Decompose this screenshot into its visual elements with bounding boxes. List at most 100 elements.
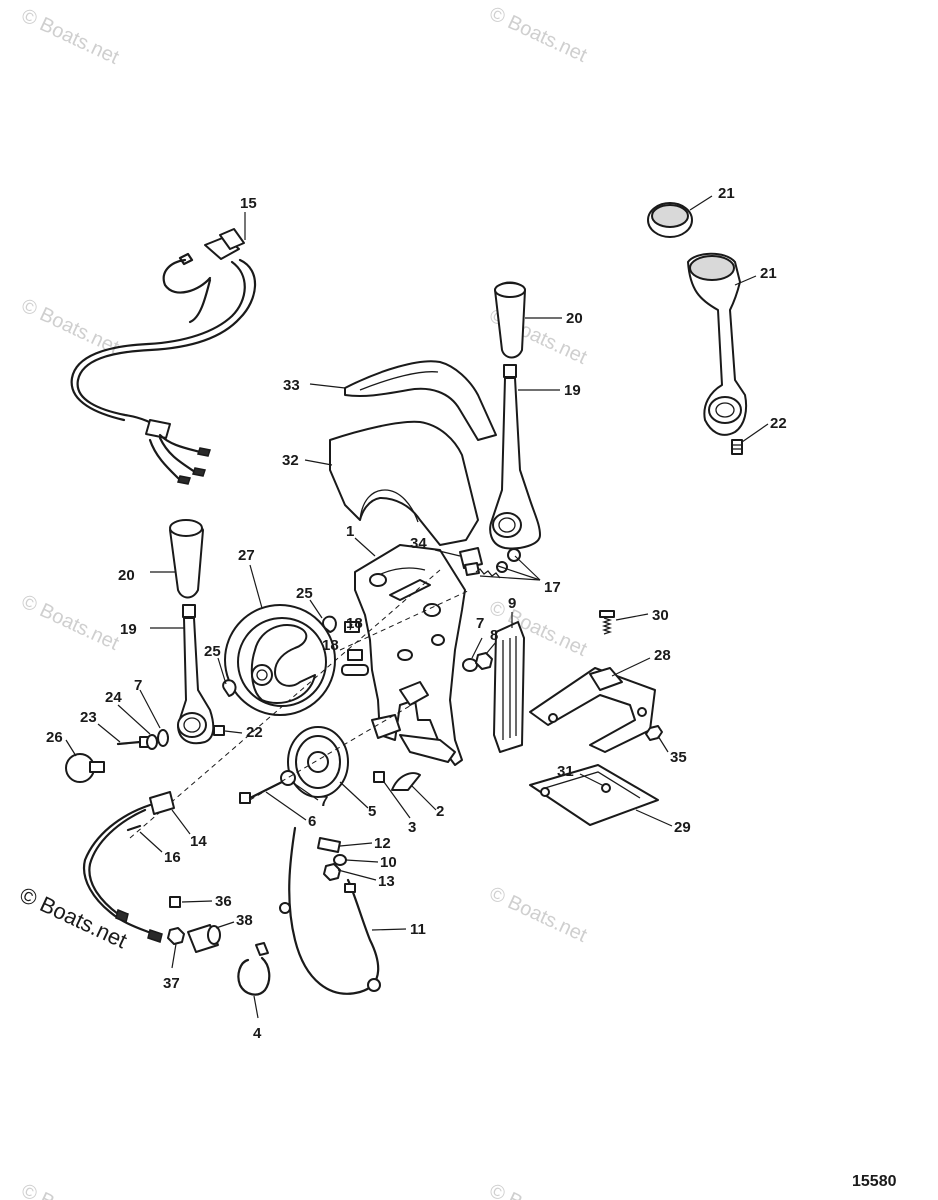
callout-24: 24	[105, 689, 122, 706]
callout-11: 11	[410, 921, 426, 938]
watermark-bottom-left: © Boats.net	[18, 1180, 123, 1200]
callout-14: 14	[190, 833, 207, 850]
part-38-sleeve	[187, 924, 221, 953]
part-25-retainer-clip-lower	[222, 679, 237, 697]
callout-22-upper: 22	[770, 415, 787, 432]
part-23-screw	[116, 736, 151, 748]
callout-7-left: 7	[134, 677, 142, 694]
part-19-lower-control-lever	[177, 604, 215, 745]
part-11-throttle-cable	[279, 826, 381, 995]
callout-13: 13	[378, 873, 395, 890]
part-33-upper-cover	[344, 360, 497, 441]
part-7-washer-right	[462, 658, 478, 672]
callout-33: 33	[283, 377, 300, 394]
watermark-top-left: © Boats.net	[18, 5, 123, 69]
callout-16: 16	[164, 849, 181, 866]
part-20-lower-handle-knob	[169, 519, 204, 599]
callout-34: 34	[410, 535, 427, 552]
callout-8: 8	[490, 627, 498, 644]
part-26-knob	[65, 753, 105, 783]
watermark-center-left: © Boats.net	[18, 591, 123, 655]
part-8-nut	[475, 652, 493, 670]
watermark-top-right: © Boats.net	[486, 3, 591, 67]
part-12-cable-end	[317, 837, 341, 853]
callout-26: 26	[46, 729, 63, 746]
part-22-set-screw-lower	[213, 725, 225, 736]
callout-21-lever: 21	[760, 265, 777, 282]
callout-25-upper: 25	[296, 585, 313, 602]
callout-36: 36	[215, 893, 232, 910]
part-14-neutral-safety-switch	[82, 791, 175, 943]
assembly-guide-lines	[129, 569, 471, 839]
watermark-bottom-right: © Boats.net	[486, 1180, 591, 1200]
callout-7-right: 7	[476, 615, 484, 632]
part-7-washer-left	[157, 729, 169, 747]
callout-37: 37	[163, 975, 180, 992]
callout-19-lower: 19	[120, 621, 137, 638]
part-28-mounting-bracket	[529, 667, 656, 753]
callout-19-upper: 19	[564, 382, 581, 399]
callout-23: 23	[80, 709, 97, 726]
callout-28: 28	[654, 647, 671, 664]
callout-3: 3	[408, 819, 416, 836]
part-18-bushing-a	[344, 621, 360, 633]
callout-12: 12	[374, 835, 391, 852]
part-19-upper-control-lever	[489, 364, 541, 550]
part-20-upper-handle-knob	[494, 281, 526, 359]
part-2-link-arm	[391, 772, 421, 791]
callout-1: 1	[346, 523, 354, 540]
callout-20-upper: 20	[566, 310, 583, 327]
callout-21-cap: 21	[718, 185, 735, 202]
callout-22-lower: 22	[246, 724, 263, 741]
callout-9: 9	[508, 595, 516, 612]
part-32-lower-cover	[329, 420, 479, 546]
part-16-screw	[126, 824, 142, 832]
part-13-nut	[323, 863, 341, 881]
callout-7-center: 7	[320, 793, 328, 810]
callout-15: 15	[240, 195, 257, 212]
part-4-cable-clamp	[237, 942, 271, 996]
part-27-throttle-cam-gear	[224, 604, 336, 716]
callout-35: 35	[670, 749, 687, 766]
watermark-low-right: © Boats.net	[486, 883, 591, 947]
part-24-washer	[146, 734, 158, 750]
callout-38: 38	[236, 912, 253, 929]
part-7-washer-center	[280, 770, 296, 786]
callouts: 15 21 21 20 19 33 22 32 1 34 17 27	[46, 185, 787, 1042]
part-29-gasket	[529, 764, 659, 826]
callout-20-lower: 20	[118, 567, 135, 584]
part-15-trim-switch-harness	[70, 228, 257, 485]
part-21-handle-cap	[647, 202, 693, 238]
watermark-dark: © Boats.net	[16, 882, 131, 953]
part-1-control-housing	[354, 544, 466, 766]
callout-2: 2	[436, 803, 444, 820]
callout-4: 4	[253, 1025, 262, 1042]
part-22-set-screw-upper	[731, 439, 743, 455]
part-36-screw	[169, 896, 181, 908]
part-5-pulley	[287, 726, 349, 798]
callout-6: 6	[308, 813, 316, 830]
figure-number: 15580	[852, 1173, 897, 1190]
callout-18-b: 18	[322, 637, 339, 654]
part-18-bushing-b	[347, 649, 363, 661]
callout-31: 31	[557, 763, 574, 780]
shaft-pin	[341, 664, 369, 676]
part-34-detent-plate	[459, 547, 483, 576]
part-30-screw	[599, 610, 615, 635]
callout-17: 17	[544, 579, 561, 596]
part-37-nut	[167, 927, 185, 945]
callout-10: 10	[380, 854, 397, 871]
callout-32: 32	[282, 452, 299, 469]
part-3-screw	[373, 771, 385, 783]
callout-18-a: 18	[346, 615, 363, 632]
part-9-neutral-switch-bracket	[493, 621, 525, 753]
callout-25-lower: 25	[204, 643, 221, 660]
callout-27: 27	[238, 547, 255, 564]
callout-5: 5	[368, 803, 376, 820]
callout-29: 29	[674, 819, 691, 836]
part-25-retainer-clip-upper	[322, 615, 337, 633]
part-21-handle-lever-assembly	[687, 252, 748, 436]
part-10-washer	[333, 854, 347, 866]
